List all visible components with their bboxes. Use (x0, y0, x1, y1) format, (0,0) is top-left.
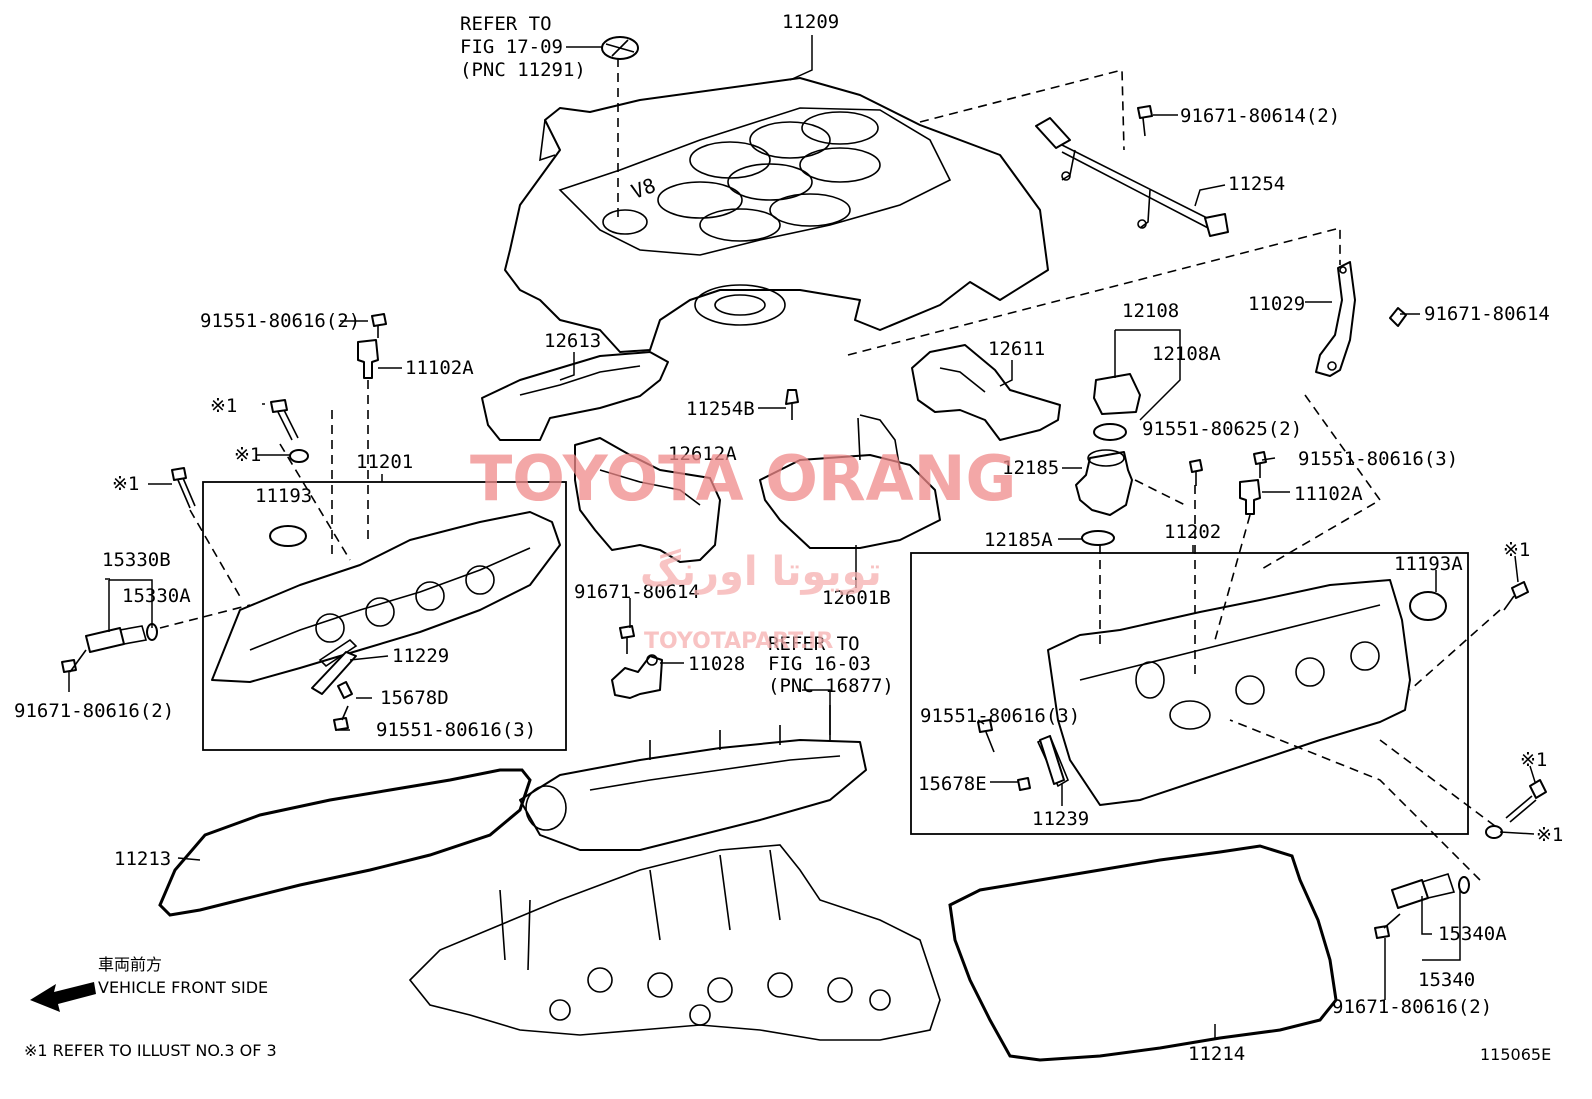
intake-manifold[interactable] (519, 705, 867, 851)
label-11102A-right[interactable]: 11102A (1294, 483, 1363, 505)
ocv-left[interactable] (85, 623, 158, 653)
label-12612A[interactable]: 12612A (668, 443, 737, 465)
ref-fig16-line1: REFER TO (768, 633, 860, 655)
grommet-15678D[interactable] (337, 681, 353, 699)
label-91551-80625-2[interactable]: 91551-80625(2) (1142, 418, 1302, 440)
mark1-d: ※1 (1503, 539, 1530, 561)
label-11202[interactable]: 11202 (1164, 521, 1221, 543)
callout-labels: REFER TO FIG 17-09 (PNC 11291) 11209 916… (14, 11, 1563, 1065)
label-91671-80614-right[interactable]: 91671-80614 (1424, 303, 1550, 325)
label-91551-80616-3-box[interactable]: 91551-80616(3) (920, 705, 1080, 727)
watermark-site: TOYOTAPART.IR (644, 629, 833, 654)
bracket-11029[interactable] (1315, 261, 1356, 377)
label-11254B[interactable]: 11254B (686, 398, 755, 420)
label-11029[interactable]: 11029 (1248, 293, 1305, 315)
label-15340[interactable]: 15340 (1418, 969, 1475, 991)
label-11209[interactable]: 11209 (782, 11, 839, 33)
group-box-11202 (910, 552, 1469, 835)
label-15330A[interactable]: 15330A (122, 585, 191, 607)
label-11201[interactable]: 11201 (356, 451, 413, 473)
label-11193[interactable]: 11193 (255, 485, 312, 507)
label-11102A-left[interactable]: 11102A (405, 357, 474, 379)
label-91671-80616-2-left[interactable]: 91671-80616(2) (14, 700, 174, 722)
front-side-legend: 車両前方 VEHICLE FRONT SIDE (30, 955, 268, 1012)
label-12108A[interactable]: 12108A (1152, 343, 1221, 365)
bolts[interactable] (61, 105, 1547, 939)
group-box-11201 (202, 481, 567, 751)
head-cover-left[interactable] (211, 511, 561, 683)
label-91551-80616-3-left[interactable]: 91551-80616(3) (376, 719, 536, 741)
cam-sensor-right[interactable] (1239, 479, 1261, 515)
label-11229[interactable]: 11229 (392, 645, 449, 667)
label-12611[interactable]: 12611 (988, 338, 1045, 360)
ref-fig17-line3: (PNC 11291) (460, 59, 586, 81)
watermark-title: TOYOTA ORANG (470, 442, 1016, 515)
label-11214[interactable]: 11214 (1188, 1043, 1245, 1065)
label-11028[interactable]: 11028 (688, 653, 745, 675)
insulator-12612A[interactable] (574, 437, 721, 563)
cam-sensor-left[interactable] (357, 339, 379, 379)
label-15340A[interactable]: 15340A (1438, 923, 1507, 945)
pipe-11229[interactable] (311, 651, 357, 695)
oil-cap-ref[interactable] (601, 36, 639, 60)
engine-block[interactable] (408, 844, 941, 1041)
label-91671-80614-2[interactable]: 91671-80614(2) (1180, 105, 1340, 127)
mark1-a: ※1 (210, 395, 237, 417)
reference-lines (159, 58, 1501, 881)
label-12613[interactable]: 12613 (544, 330, 601, 352)
label-15678E[interactable]: 15678E (918, 773, 987, 795)
label-91671-80616-2-right[interactable]: 91671-80616(2) (1332, 996, 1492, 1018)
wire-11254[interactable] (1035, 117, 1229, 237)
front-label-en: VEHICLE FRONT SIDE (98, 978, 268, 997)
label-12185[interactable]: 12185 (1002, 457, 1059, 479)
ocv-right[interactable] (1391, 873, 1470, 909)
label-11193A[interactable]: 11193A (1394, 553, 1463, 575)
watermark: TOYOTA ORANG تویوتا اورنگ TOYOTAPART.IR (470, 442, 1016, 654)
label-11254[interactable]: 11254 (1228, 173, 1285, 195)
mark1-b: ※1 (234, 444, 261, 466)
label-91551-80616-2[interactable]: 91551-80616(2) (200, 310, 360, 332)
label-15678D[interactable]: 15678D (380, 687, 449, 709)
label-15330B[interactable]: 15330B (102, 549, 171, 571)
watermark-arabic: تویوتا اورنگ (640, 548, 882, 595)
gasket-11213[interactable] (158, 768, 532, 917)
front-label-jp: 車両前方 (98, 955, 162, 974)
label-12601B[interactable]: 12601B (822, 587, 891, 609)
ref-fig17-line2: FIG 17-09 (460, 36, 563, 58)
mark1-e: ※1 (1520, 749, 1547, 771)
mark1-f: ※1 (1536, 824, 1563, 846)
gasket-11214[interactable] (948, 844, 1338, 1062)
ref-fig16-line2: FIG 16-03 (768, 653, 871, 675)
label-91671-80614-mid[interactable]: 91671-80614 (574, 581, 700, 603)
label-11213[interactable]: 11213 (114, 848, 171, 870)
ref-fig16-line3: (PNC 16877) (768, 675, 894, 697)
label-12108[interactable]: 12108 (1122, 300, 1179, 322)
insulator-12611[interactable] (911, 344, 1061, 441)
diagram-id: 115065E (1480, 1045, 1551, 1064)
pipe-11239[interactable] (1039, 735, 1065, 785)
insulator-12613[interactable] (481, 351, 669, 441)
head-cover-right[interactable] (1036, 579, 1447, 806)
oil-pipe-12185[interactable] (1075, 449, 1133, 546)
bracket-11028[interactable] (611, 654, 663, 699)
ref-fig17-line1: REFER TO (460, 13, 552, 35)
engine-cover[interactable] (504, 77, 1049, 353)
leader-lines (68, 35, 1536, 1040)
label-12185A[interactable]: 12185A (984, 529, 1053, 551)
oil-cap-12108[interactable] (1093, 373, 1141, 441)
insulator-12601B[interactable] (759, 414, 941, 549)
front-arrow-icon (30, 982, 96, 1012)
footnote: ※1 REFER TO ILLUST NO.3 OF 3 (24, 1041, 277, 1060)
grommet-15678E[interactable] (1017, 777, 1031, 791)
label-11239[interactable]: 11239 (1032, 808, 1089, 830)
mark1-c: ※1 (112, 473, 139, 495)
label-91551-80616-3-right[interactable]: 91551-80616(3) (1298, 448, 1458, 470)
